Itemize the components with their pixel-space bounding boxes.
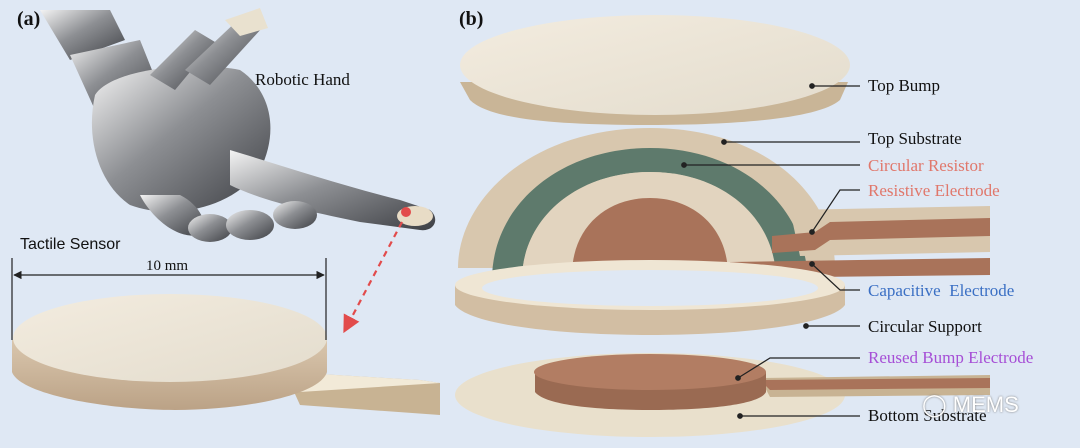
leader-resistive-electrode [809,189,860,235]
zoom-arrow [343,221,403,334]
leader-reused-bump-electrode [735,357,860,381]
label-top-bump: Top Bump [868,76,941,95]
watermark: ◯ MEMS [922,392,1019,418]
label-capacitive-electrode: Capacitive Electrode [868,281,1015,300]
leader-capacitive-electrode [809,261,860,291]
dimension-label: 10 mm [146,258,189,274]
wechat-icon: ◯ [922,392,947,417]
label-circular-resistor: Circular Resistor [868,156,984,175]
robotic-hand-illustration [40,8,436,242]
watermark-text: MEMS [952,392,1019,417]
label-resistive-electrode: Resistive Electrode [868,181,1000,200]
panel-a-tag: (a) [17,8,41,30]
label-circular-support: Circular Support [868,317,982,336]
label-top-substrate: Top Substrate [868,129,962,148]
sensor-location-dot [401,207,411,217]
leader-lines [681,83,860,419]
panel-b-tag: (b) [459,8,484,30]
label-bottom-substrate: Bottom Substrate [868,406,987,425]
label-reused-bump-electrode: Reused Bump Electrode [868,348,1034,367]
tactile-sensor-illustration [12,294,440,415]
tactile-sensor-label: Tactile Sensor [20,236,121,253]
robotic-hand-label: Robotic Hand [255,70,350,89]
